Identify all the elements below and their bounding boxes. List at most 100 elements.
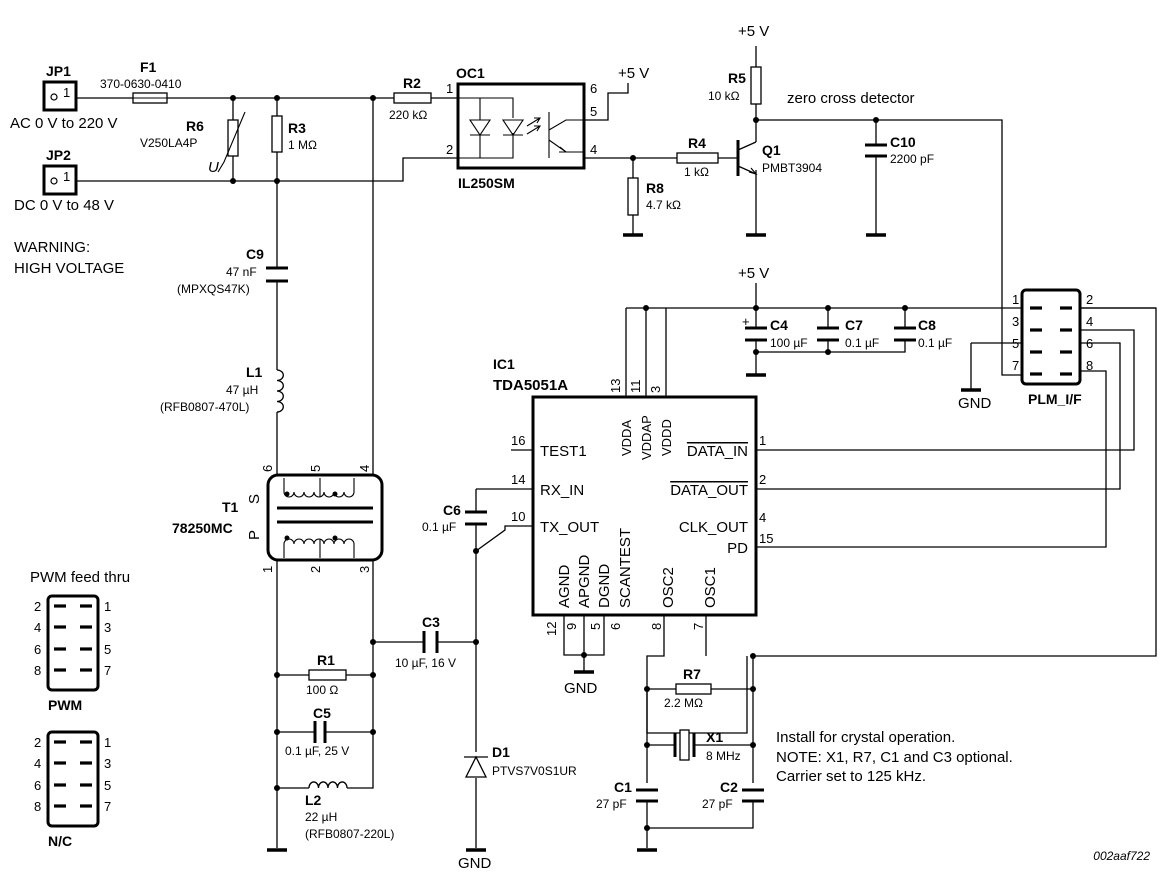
pwm-pin-7: 7 xyxy=(104,663,111,678)
c7-ref: C7 xyxy=(845,317,863,333)
ic1-pin-16: 16 xyxy=(511,433,525,448)
crystal-note: Install for crystal operation. NOTE: X1,… xyxy=(776,729,1013,785)
pwm-pin-4: 4 xyxy=(34,620,41,635)
ic1-data-in: DATA_IN xyxy=(687,443,748,460)
capacitor-c6: C6 0.1 µF xyxy=(422,502,487,534)
nc-pin-7: 7 xyxy=(104,799,111,814)
capacitor-c10: C10 2200 pF xyxy=(865,134,934,166)
f1-ref: F1 xyxy=(140,59,157,75)
r6-value: V250LA4P xyxy=(140,136,197,150)
c9-value: 47 nF xyxy=(226,265,257,279)
r7-ref: R7 xyxy=(683,666,701,682)
oc1-pin-4: 4 xyxy=(590,142,597,157)
resistor-r8: R8 4.7 kΩ xyxy=(627,177,681,216)
r2-value: 220 kΩ xyxy=(389,108,427,122)
oc1-pin-5: 5 xyxy=(590,104,597,119)
c6-value: 0.1 µF xyxy=(422,520,456,534)
ic1-pd: PD xyxy=(727,540,748,557)
plm-pin-3: 3 xyxy=(1012,314,1019,329)
l2-value: 22 µH xyxy=(305,810,337,824)
ic1-dgnd: DGND xyxy=(596,564,613,608)
c5-value: 0.1 µF, 25 V xyxy=(285,744,349,758)
r5-ref: R5 xyxy=(728,70,746,86)
transistor-q1: Q1 PMBT3904 zero cross detector xyxy=(736,90,915,176)
resistor-r2: R2 220 kΩ xyxy=(389,75,432,122)
x1-ref: X1 xyxy=(706,729,723,745)
jp2-ref: JP2 xyxy=(46,147,71,163)
ic1-test1: TEST1 xyxy=(540,443,587,460)
nc-label: N/C xyxy=(48,833,72,849)
c2-value: 27 pF xyxy=(702,797,733,811)
crystal-note-line1: Install for crystal operation. xyxy=(776,729,955,746)
plm-pin-7: 7 xyxy=(1012,358,1019,373)
t1-pin-5: 5 xyxy=(308,465,323,472)
ic1-vddap: VDDAP xyxy=(639,415,654,460)
c7-value: 0.1 µF xyxy=(845,336,879,350)
crystal-note-line2: NOTE: X1, R7, C1 and C3 optional. xyxy=(776,749,1013,766)
t1-pin-1: 1 xyxy=(260,566,275,573)
nc-pin-2: 2 xyxy=(34,735,41,750)
capacitor-c3: C3 10 µF, 16 V xyxy=(395,614,456,670)
ic1-pin-6: 6 xyxy=(608,623,623,630)
r8-value: 4.7 kΩ xyxy=(646,198,681,212)
inductor-l2: L2 22 µH (RFB0807-220L) xyxy=(305,781,394,841)
fuse-f1: F1 370-0630-0410 xyxy=(100,59,182,104)
resistor-r3: R3 1 MΩ xyxy=(271,115,317,153)
pwm-pin-6: 6 xyxy=(34,642,41,657)
capacitor-c1: C1 27 pF xyxy=(596,779,658,811)
nc-pin-8: 8 xyxy=(34,799,41,814)
ic1-apgnd: APGND xyxy=(576,554,593,608)
t1-pin-3: 3 xyxy=(357,566,372,573)
ic1-pin-3: 3 xyxy=(648,386,663,393)
connector-pwm: PWM feed thru 2 4 6 8 1 3 5 7 PWM xyxy=(30,569,130,713)
ic1-osc1: OSC1 xyxy=(702,567,719,608)
ic1-pin-12: 12 xyxy=(544,622,559,636)
pwm-pin-8: 8 xyxy=(34,663,41,678)
optocoupler-oc1: OC1 IL250SM 1 2 6 5 4 +5 V xyxy=(446,65,649,191)
t1-s: S xyxy=(246,494,263,504)
jp1-desc: AC 0 V to 220 V xyxy=(10,115,118,132)
ic1-pin-1: 1 xyxy=(759,433,766,448)
capacitor-c4: + C4 100 µF +5 V xyxy=(738,265,808,350)
ic1-pin-15: 15 xyxy=(759,531,773,546)
ic1-pin-7: 7 xyxy=(691,623,706,630)
jp1-pin: 1 xyxy=(63,85,70,100)
l2-ref: L2 xyxy=(305,792,322,808)
warning-line2: HIGH VOLTAGE xyxy=(14,260,124,277)
t1-value: 78250MC xyxy=(172,520,233,536)
pwm-title: PWM feed thru xyxy=(30,569,130,586)
resistor-r7: R7 2.2 MΩ xyxy=(664,666,712,710)
r3-ref: R3 xyxy=(288,120,306,136)
nc-pin-6: 6 xyxy=(34,778,41,793)
oc1-part: IL250SM xyxy=(458,175,515,191)
pwm-label: PWM xyxy=(48,697,82,713)
ic1-rx-in: RX_IN xyxy=(540,482,584,499)
c8-value: 0.1 µF xyxy=(918,336,952,350)
varistor-r6: R6 V250LA4P U xyxy=(140,111,246,176)
c4-vcc-label: +5 V xyxy=(738,265,769,282)
ic1-scantest: SCANTEST xyxy=(617,528,634,608)
capacitor-c8: C8 0.1 µF xyxy=(894,317,952,350)
c6-ref: C6 xyxy=(443,502,461,518)
r6-ref: R6 xyxy=(186,118,204,134)
ic1-vdda: VDDA xyxy=(619,420,634,456)
c8-ref: C8 xyxy=(918,317,936,333)
oc1-pin-6: 6 xyxy=(590,81,597,96)
oc1-pin-2: 2 xyxy=(446,142,453,157)
gnd-label-d1: GND xyxy=(458,855,492,872)
x1-value: 8 MHz xyxy=(706,749,741,763)
zero-cross-label: zero cross detector xyxy=(787,90,915,107)
ic1-tx-out: TX_OUT xyxy=(540,519,599,536)
c4-value: 100 µF xyxy=(770,336,808,350)
d1-part: PTVS7V0S1UR xyxy=(492,764,577,778)
r1-value: 100 Ω xyxy=(306,683,338,697)
jp2-desc: DC 0 V to 48 V xyxy=(14,197,114,214)
plm-pin-4: 4 xyxy=(1086,314,1093,329)
oc1-vcc-label: +5 V xyxy=(618,65,649,82)
junction-dots xyxy=(230,95,908,831)
q1-part: PMBT3904 xyxy=(762,161,822,175)
ic1-pin-8: 8 xyxy=(649,623,664,630)
ic1-tda5051a: IC1 TDA5051A 13 11 3 VDDA VDDAP VDDD 16 … xyxy=(493,356,773,636)
capacitor-c7: C7 0.1 µF xyxy=(817,317,879,350)
